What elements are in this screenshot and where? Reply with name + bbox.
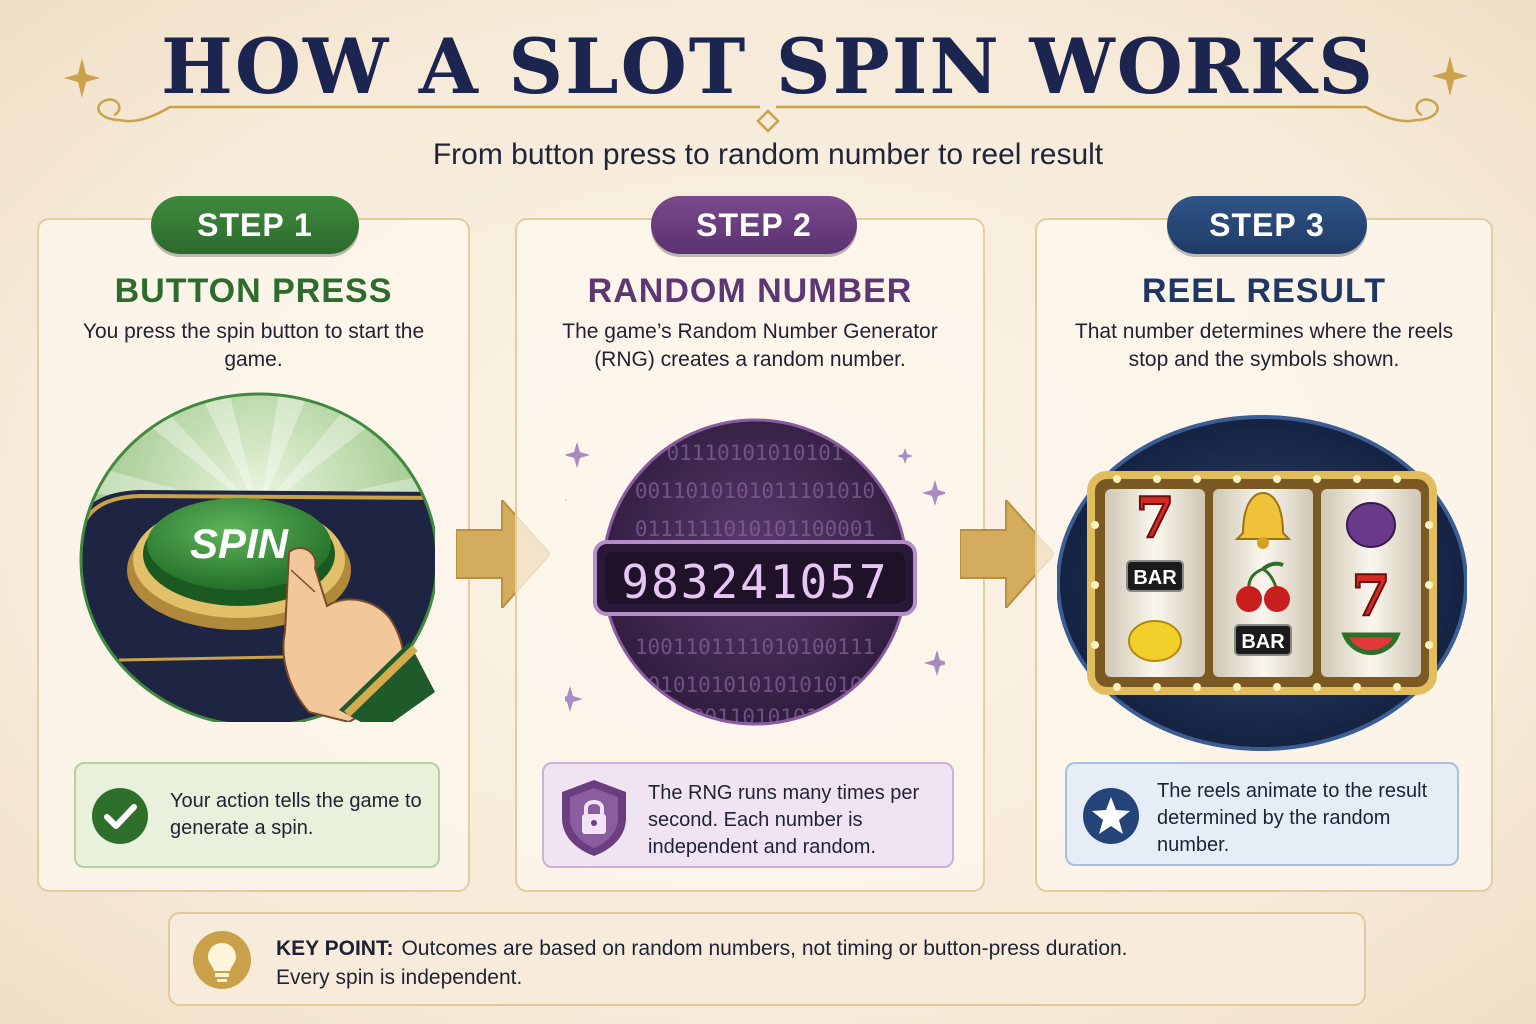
sparkle-icon <box>897 448 913 464</box>
step-2-description: The game’s Random Number Generator (RNG)… <box>562 320 938 371</box>
step-1-note-text: Your action tells the game to generate a… <box>170 790 422 839</box>
step-2-badge: STEP 2 <box>651 196 857 254</box>
binary-row: 1010101010101010101 <box>635 673 875 697</box>
check-icon <box>92 788 148 844</box>
sparkle-icon <box>565 499 567 501</box>
step-1-heading: BUTTON PRESS <box>114 272 393 310</box>
binary-row: 01110101010101 <box>666 441 843 465</box>
sparkle-icon <box>64 58 100 98</box>
step-3-description: That number determines where the reels s… <box>1074 320 1454 371</box>
step-2-heading: RANDOM NUMBER <box>587 272 913 310</box>
step-3-heading: REEL RESULT <box>1142 272 1386 310</box>
key-point-text: KEY POINT: Outcomes are based on random n… <box>276 934 1344 992</box>
key-point-message-2: Every spin is independent. <box>276 966 523 989</box>
bar-symbol-label: BAR <box>1133 567 1177 589</box>
page-title: HOW A SLOT SPIN WORKS <box>161 22 1375 111</box>
key-point-box: KEY POINT: Outcomes are based on random n… <box>168 912 1366 1006</box>
step-1-description: You press the spin button to start the g… <box>82 320 425 371</box>
spin-button-illustration: SPIN <box>79 392 435 722</box>
rng-number-display: 983241057 <box>621 555 888 609</box>
step-2-note: The RNG runs many times per second. Each… <box>542 762 954 868</box>
page-subtitle: From button press to random number to re… <box>432 138 1104 171</box>
bar-symbol-label: BAR <box>1241 631 1285 653</box>
step-3-badge: STEP 3 <box>1167 196 1367 254</box>
cherry-symbol-icon <box>1236 561 1290 612</box>
slot-reels-illustration: 7 BAR BAR 7 <box>1057 415 1467 751</box>
watermelon-symbol-icon <box>1341 632 1401 656</box>
sparkle-icon <box>565 686 583 712</box>
binary-row: 0111111010101100001 <box>635 517 875 541</box>
star-icon <box>1083 788 1139 844</box>
key-point-message: Outcomes are based on random numbers, no… <box>401 937 1128 960</box>
sparkle-icon <box>1432 56 1468 96</box>
key-point-label: KEY POINT: <box>276 937 394 960</box>
seven-symbol-icon: 7 <box>1352 563 1391 629</box>
binary-row: 1001101111010100111 <box>635 635 875 659</box>
bell-symbol-icon <box>1234 491 1292 549</box>
plum-symbol-icon <box>1346 502 1396 548</box>
seven-symbol-icon: 7 <box>1136 485 1175 551</box>
step-1-badge: STEP 1 <box>151 196 359 254</box>
sparkle-icon <box>922 480 945 506</box>
lemon-symbol-icon <box>1128 620 1182 662</box>
title-ornament-divider <box>97 98 1439 133</box>
rng-illustration: 01110101010101 0011010101011101010 01111… <box>565 418 945 726</box>
step-3-panel: STEP 3 REEL RESULT That number determine… <box>1035 196 1493 892</box>
step-2-panel: STEP 2 RANDOM NUMBER The game’s Random N… <box>515 196 985 892</box>
step-1-note: Your action tells the game to generate a… <box>74 762 440 868</box>
spin-button-label: SPIN <box>190 520 290 567</box>
binary-row: 0011010101011101010 <box>635 479 875 503</box>
arrow-right-icon <box>960 500 1054 608</box>
sparkle-icon <box>924 650 945 676</box>
sparkle-icon <box>565 442 590 468</box>
step-2-note-text: The RNG runs many times per second. Each… <box>648 782 920 858</box>
step-3-note-text: The reels animate to the result determin… <box>1157 780 1428 856</box>
step-1-panel: STEP 1 BUTTON PRESS You press the spin b… <box>37 196 470 892</box>
step-3-note: The reels animate to the result determin… <box>1065 762 1459 866</box>
lock-shield-icon <box>562 780 626 856</box>
lightbulb-icon <box>193 931 251 989</box>
